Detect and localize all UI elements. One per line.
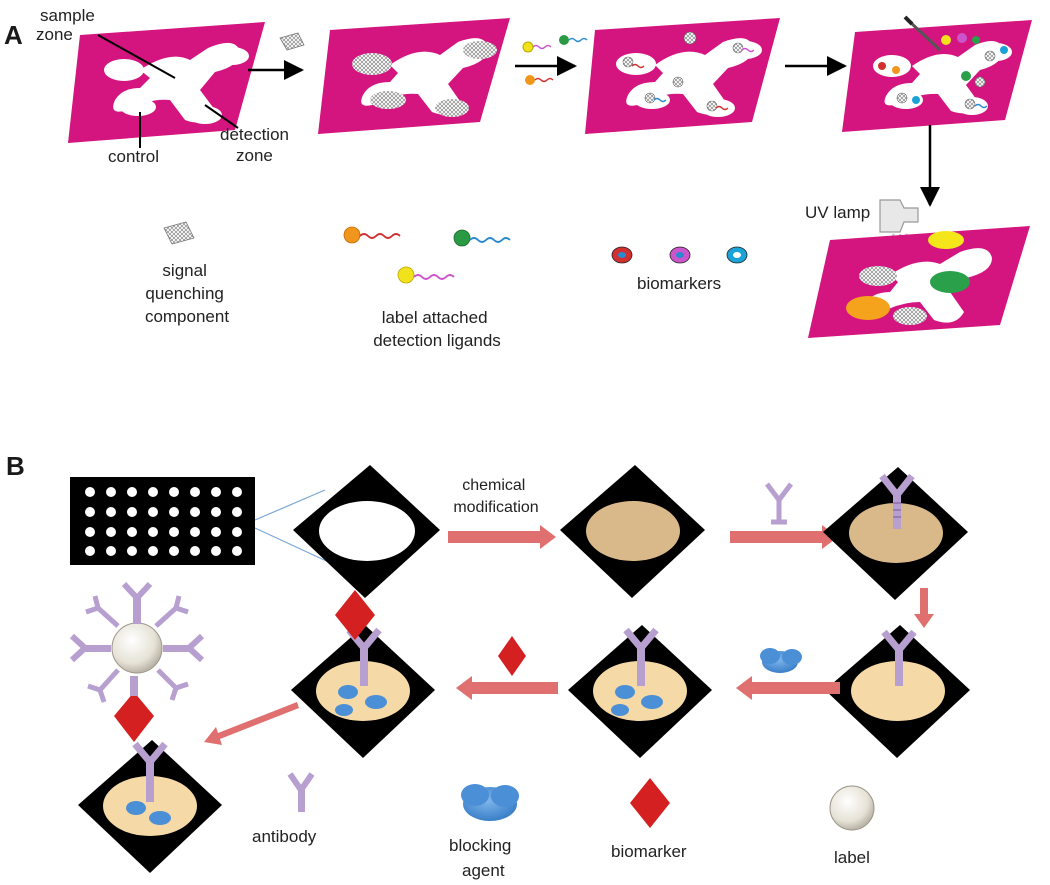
uv-lamp-label: UV lamp [805, 203, 870, 222]
uv-lamp-icon [879, 199, 919, 241]
ligand-icons-step2 [522, 35, 588, 85]
arrow-b-3 [914, 588, 934, 628]
paper-device-5 [808, 226, 1030, 338]
paper-device-4 [842, 15, 1032, 132]
arrow-b-5 [456, 676, 558, 700]
zoom-line-top [254, 489, 326, 521]
chem-mod-label: chemical modification [453, 477, 538, 516]
arrow-b-1 [448, 525, 556, 549]
legend-ligands-label: label attached detection ligands [373, 308, 501, 350]
legend-biomarker-cells [611, 246, 748, 264]
panel-b-label: B [6, 451, 25, 481]
arrow-b-4 [736, 676, 840, 700]
legend-blocking-icon [461, 784, 519, 821]
legend-ligand-icons [343, 226, 511, 284]
antibody-icon-arrow [765, 482, 793, 525]
zoom-line-bottom [254, 527, 336, 566]
well-biomarker [291, 590, 435, 758]
biomarker-icon-arrow [498, 636, 526, 676]
paper-device-3 [585, 18, 780, 134]
legend-quench-icon [163, 221, 195, 245]
legend-quench-label: signal quenching component [145, 261, 229, 326]
well-antibody [823, 467, 968, 600]
well-blocked [568, 625, 712, 758]
control-label: control [108, 147, 159, 166]
sandwich-complex [69, 581, 222, 873]
sample-zone-label: sample zone [36, 6, 100, 44]
legend-label-icon [829, 785, 875, 831]
well-empty [293, 465, 440, 598]
legend-biomarker-label: biomarker [611, 842, 687, 861]
legend-biomarkers-label: biomarkers [637, 274, 721, 293]
quench-icon-step1 [279, 32, 305, 51]
legend-antibody-label: antibody [252, 827, 317, 846]
well-plate [70, 477, 255, 565]
legend-antibody-icon [287, 772, 315, 812]
paper-device-2 [318, 18, 510, 134]
well-antibody-2 [825, 625, 970, 758]
blocking-agent-icon-arrow [760, 648, 802, 673]
arrow-b-2 [730, 525, 838, 549]
detection-zone-label: detection zone [220, 125, 294, 165]
well-modified [560, 465, 705, 598]
arrow-b-6 [204, 702, 299, 745]
panel-a-label: A [4, 20, 23, 50]
legend-label-label: label [834, 848, 870, 867]
legend-blocking-label: blocking agent [449, 836, 516, 880]
detection-zone-leader [204, 104, 239, 129]
sample-zone-leader [97, 34, 176, 79]
legend-biomarker-icon [630, 778, 670, 828]
